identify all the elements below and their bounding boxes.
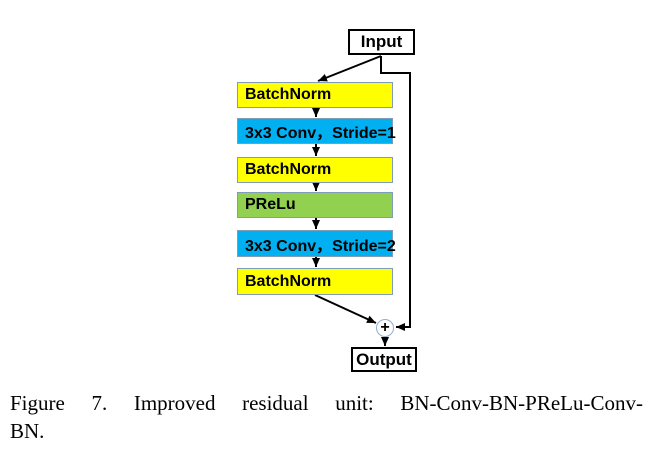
output-label: Output <box>356 349 412 369</box>
figure-caption: Figure 7. Improved residual unit: BN-Con… <box>10 389 643 445</box>
caption-line-2: BN. <box>10 419 45 443</box>
layer-conv-stride1: 3x3 Conv，Stride=1 <box>237 118 396 144</box>
layer-batchnorm-3: BatchNorm <box>237 268 393 295</box>
plus-icon: + <box>380 318 390 336</box>
layer-batchnorm-2: BatchNorm <box>237 157 393 183</box>
input-label: Input <box>360 32 403 51</box>
layer-batchnorm-1: BatchNorm <box>237 82 393 108</box>
input-node: Input <box>348 29 415 55</box>
sum-node: + <box>376 319 394 337</box>
layer-prelu: PReLu <box>237 192 393 218</box>
layer-conv-stride2: 3x3 Conv，Stride=2 <box>237 230 396 257</box>
output-node: Output <box>351 347 417 372</box>
caption-line-1: Figure 7. Improved residual unit: BN-Con… <box>10 391 643 415</box>
